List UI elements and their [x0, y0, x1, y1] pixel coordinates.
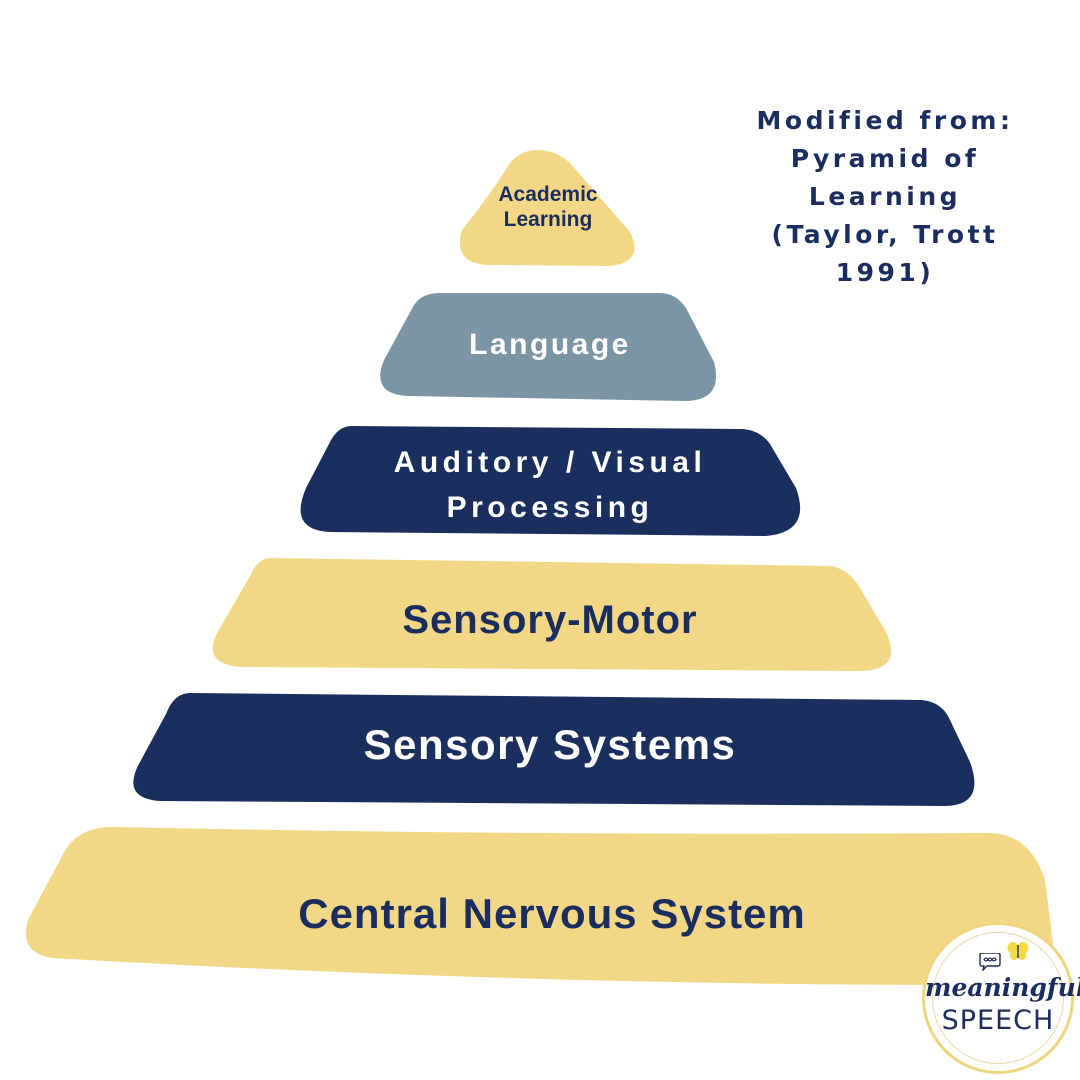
- tier-sensory-systems-label: Sensory Systems: [140, 720, 960, 770]
- tier-label-line: Academic: [498, 183, 598, 206]
- logo-word-meaningful: meaningful: [925, 973, 1080, 1002]
- tier-academic-learning-shape: [459, 150, 635, 266]
- attribution-line: Pyramid of: [790, 144, 980, 173]
- tier-academic-learning-label: Academic Learning: [458, 182, 638, 232]
- attribution-text: Modified from: Pyramid of Learning (Tayl…: [735, 102, 1035, 292]
- tier-auditory-visual-shape: [300, 426, 801, 536]
- attribution-line: (Taylor, Trott: [771, 220, 999, 249]
- butterfly-icon: [1007, 942, 1029, 960]
- tier-label-line: Language: [469, 328, 631, 361]
- attribution-line: 1991): [835, 258, 935, 287]
- tier-label-line: Central Nervous System: [298, 890, 806, 937]
- tier-label-line: Auditory / Visual: [393, 446, 707, 479]
- tier-label-line: Sensory Systems: [363, 721, 737, 768]
- tier-language-label: Language: [380, 327, 720, 363]
- tier-sensory-systems-shape: [133, 693, 975, 806]
- tier-label-line: Sensory-Motor: [402, 598, 698, 642]
- tier-central-nervous-system-label: Central Nervous System: [40, 889, 1064, 939]
- tier-sensory-motor-label: Sensory-Motor: [220, 596, 880, 644]
- infinity-speech-bubble-icon: [979, 953, 1001, 971]
- logo-ring: [932, 932, 1064, 1064]
- tier-language-shape: [380, 293, 717, 401]
- tier-sensory-motor-shape: [212, 558, 892, 671]
- tier-label-line: Processing: [446, 491, 654, 524]
- attribution-line: Modified from:: [756, 106, 1014, 135]
- tier-central-nervous-system-shape: [25, 827, 1054, 986]
- tier-auditory-visual-label: Auditory / Visual Processing: [300, 440, 800, 530]
- tier-label-line: Learning: [503, 208, 593, 232]
- meaningful-speech-logo: meaningful SPEECH: [922, 922, 1080, 1074]
- logo-word-speech: SPEECH: [941, 1005, 1055, 1036]
- attribution-line: Learning: [808, 182, 962, 211]
